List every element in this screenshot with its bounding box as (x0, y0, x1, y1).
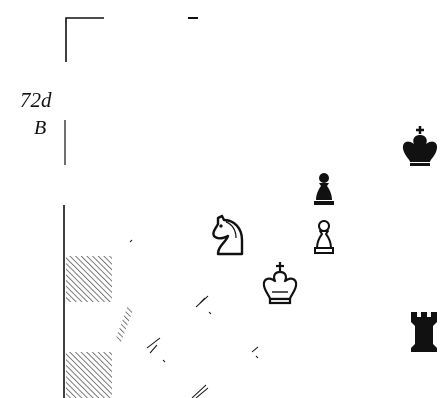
board-specks (130, 240, 258, 398)
dark-squares (66, 256, 133, 398)
white-king (264, 262, 296, 303)
dark-square-fragment (116, 305, 133, 342)
board-border (64, 18, 198, 398)
dark-square (66, 352, 112, 398)
dark-square (66, 256, 112, 302)
black-king (403, 126, 437, 166)
white-pawn (315, 221, 333, 253)
black-rook (411, 312, 437, 352)
white-knight (213, 216, 242, 254)
black-pawn (314, 173, 334, 205)
